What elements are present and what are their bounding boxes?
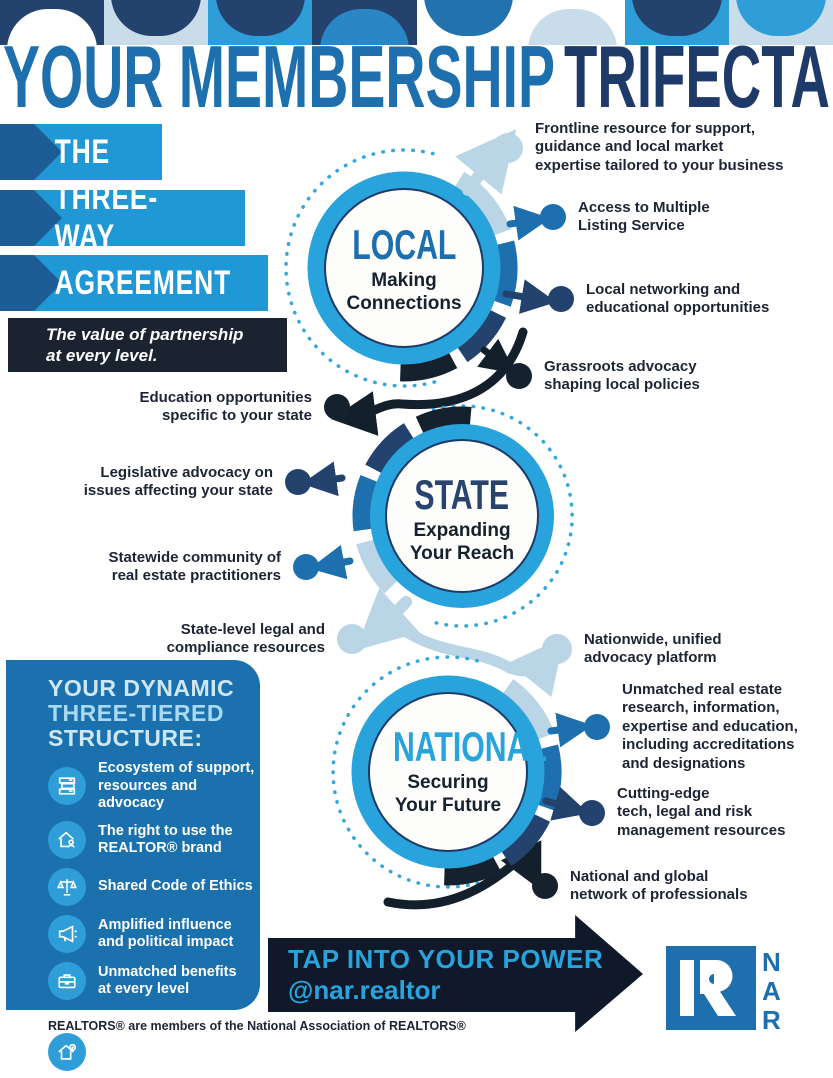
national-hub-ring	[331, 655, 593, 910]
three-tiered-structure-panel: YOUR DYNAMIC THREE-TIERED STRUCTURE: Eco…	[6, 660, 260, 1078]
tagline-text: The value of partnership at every level.	[46, 324, 244, 365]
panel-title-line-1: YOUR DYNAMIC	[48, 675, 235, 701]
benefits-briefcase-icon	[48, 961, 86, 1000]
state-hub-ring	[301, 404, 574, 698]
ribbon-agreement-label: AGREEMENT	[54, 263, 232, 302]
panel-header: YOUR DYNAMIC THREE-TIERED STRUCTURE:	[6, 676, 260, 750]
decorative-arch-band	[0, 0, 833, 45]
national-hub-label: NATIONAL Securing Your Future	[363, 726, 547, 818]
local-bullet-1: Frontline resource for support, guidance…	[493, 120, 783, 175]
panel-item-text: The right to use the REALTOR® brand	[98, 822, 233, 856]
bullet-text: Local networking and educational opportu…	[586, 281, 770, 317]
nar-letters: N A R	[762, 947, 781, 1036]
bullet-text: State-level legal and compliance resourc…	[166, 621, 325, 657]
bullet-dot-icon	[548, 286, 574, 313]
bullet-dot-icon	[337, 624, 367, 655]
bullet-text: National and global network of professio…	[570, 868, 748, 904]
bullet-text: Unmatched real estate research, informat…	[622, 681, 798, 772]
panel-item-text: Unmatched benefits at every level	[98, 963, 237, 997]
state-bullet-2: Legislative advocacy on issues affecting…	[84, 464, 311, 501]
state-subtitle: Expanding Your Reach	[409, 520, 515, 564]
ribbon-the: THE	[0, 124, 162, 180]
panel-item-insurance: Access to NAR insurance for associations…	[48, 1009, 260, 1078]
panel-item-realtor-brand: The right to use the REALTOR® brand	[48, 820, 260, 859]
resources-icon	[48, 767, 86, 806]
panel-item-benefits: Unmatched benefits at every level	[48, 961, 260, 1000]
nar-realtor-logo	[666, 946, 756, 1030]
bullet-text: Legislative advocacy on issues affecting…	[83, 464, 273, 500]
state-title: STATE	[414, 471, 510, 518]
state-bullet-3: Statewide community of real estate pract…	[108, 549, 319, 586]
ribbon-the-label: THE	[54, 132, 110, 171]
footer-disclaimer: REALTORS® are members of the National As…	[48, 1019, 466, 1033]
bullet-dot-icon	[584, 714, 610, 741]
national-subtitle: Securing Your Future	[394, 772, 502, 816]
bullet-text: Frontline resource for support, guidance…	[535, 120, 784, 174]
national-bullet-2: Unmatched real estate research, informat…	[584, 681, 798, 773]
bullet-dot-icon	[506, 363, 532, 390]
panel-title-line-2: THREE-TIERED	[48, 699, 224, 726]
local-hub-label: LOCAL Making Connections	[319, 224, 489, 316]
cta-line-1: TAP INTO YOUR POWER	[288, 944, 604, 974]
bullet-dot-icon	[540, 204, 566, 231]
realtor-brand-icon	[48, 820, 86, 859]
bullet-dot-icon	[532, 873, 558, 900]
state-bullet-4: State-level legal and compliance resourc…	[167, 621, 367, 658]
national-title: NATIONAL	[392, 723, 547, 770]
local-bullet-3: Local networking and educational opportu…	[548, 281, 769, 318]
panel-item-text: Access to NAR insurance for associations…	[98, 1008, 214, 1078]
panel-item-text: Amplified influence and political impact	[98, 916, 234, 950]
advocacy-megaphone-icon	[48, 914, 86, 953]
panel-item-ethics: Shared Code of Ethics	[48, 867, 260, 906]
panel-item-text: Ecosystem of support, resources and advo…	[98, 760, 255, 811]
bullet-text: Statewide community of real estate pract…	[108, 549, 281, 585]
title-part-2: TRIFECTA	[564, 40, 830, 118]
panel-item-text: Shared Code of Ethics	[98, 878, 253, 895]
national-bullet-3: Cutting-edge tech, legal and risk manage…	[579, 785, 785, 840]
ribbon-three-way: THREE-WAY	[0, 179, 245, 256]
bullet-dot-icon	[579, 799, 605, 826]
bullet-text: Education opportunities specific to your…	[139, 389, 313, 425]
national-bullet-4: National and global network of professio…	[532, 868, 748, 905]
state-bullet-1: Education opportunities specific to your…	[139, 389, 350, 426]
national-bullet-1: Nationwide, unified advocacy platform	[542, 631, 722, 668]
local-subtitle: Making Connections	[346, 270, 462, 314]
bullet-dot-icon	[324, 394, 350, 421]
tagline-box: The value of partnership at every level.	[8, 318, 287, 372]
bullet-text: Access to Multiple Listing Service	[578, 199, 710, 235]
title-part-1: YOUR MEMBERSHIP	[3, 40, 555, 118]
state-hub-label: STATE Expanding Your Reach	[377, 474, 547, 566]
bullet-dot-icon	[542, 634, 572, 665]
bullet-text: Grassroots advocacy shaping local polici…	[544, 358, 700, 394]
bullet-text: Nationwide, unified advocacy platform	[584, 631, 722, 667]
bullet-dot-icon	[293, 554, 319, 581]
cta-link[interactable]: @nar.realtor	[288, 974, 441, 1005]
panel-item-ecosystem: Ecosystem of support, resources and advo…	[48, 760, 260, 811]
insurance-house-icon	[48, 1032, 86, 1071]
page-title: YOUR MEMBERSHIP TRIFECTA	[3, 40, 830, 118]
panel-title-line-3: STRUCTURE:	[48, 724, 203, 751]
local-hub-ring	[284, 128, 557, 436]
ethics-scales-icon	[48, 867, 86, 906]
bullet-dot-icon	[285, 469, 311, 496]
panel-item-advocacy: Amplified influence and political impact	[48, 914, 260, 953]
local-bullet-2: Access to Multiple Listing Service	[540, 199, 710, 236]
ribbon-agreement: AGREEMENT	[0, 255, 268, 311]
ribbon-three-way-label: THREE-WAY	[54, 179, 158, 256]
local-bullet-4: Grassroots advocacy shaping local polici…	[506, 358, 700, 395]
local-title: LOCAL	[351, 221, 457, 268]
bullet-text: Cutting-edge tech, legal and risk manage…	[617, 785, 786, 839]
bullet-dot-icon	[493, 132, 523, 163]
